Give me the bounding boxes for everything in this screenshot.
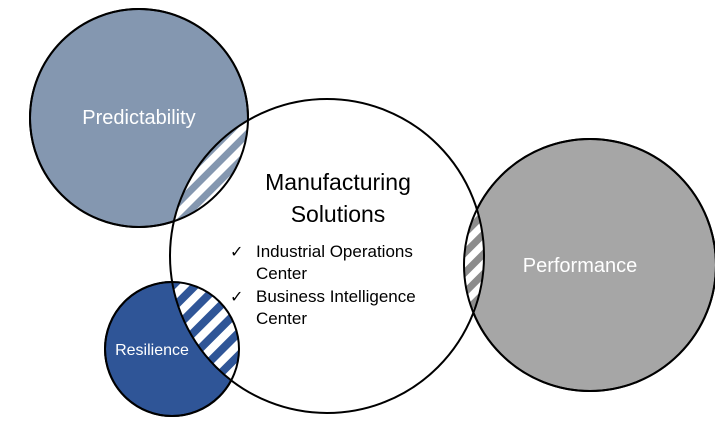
item-1-line-2: Center [256, 264, 307, 283]
center-title-line-2: Solutions [291, 201, 386, 227]
manufacturing-solutions-circle [170, 99, 484, 413]
check-icon: ✓ [230, 289, 243, 306]
item-2-line-1: Business Intelligence [256, 287, 416, 306]
performance-label: Performance [523, 255, 638, 277]
check-icon: ✓ [230, 244, 243, 261]
center-title-line-1: Manufacturing [265, 169, 411, 195]
predictability-label: Predictability [82, 107, 195, 129]
item-1-line-1: Industrial Operations [256, 242, 413, 261]
item-2-line-2: Center [256, 309, 307, 328]
resilience-label: Resilience [115, 342, 189, 359]
